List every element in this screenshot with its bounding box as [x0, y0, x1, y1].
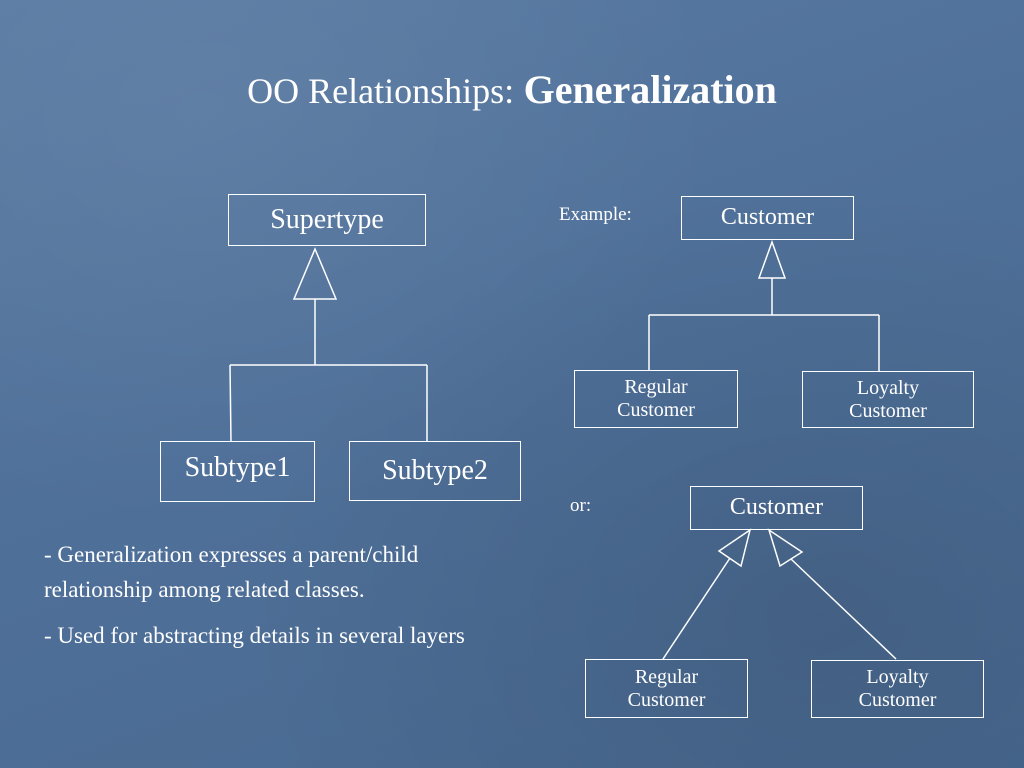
- customer-label-example: Customer: [720, 204, 815, 231]
- regular-alt-line1: Regular: [634, 665, 699, 688]
- slide-title: OO Relationships: Generalization: [0, 66, 1024, 115]
- regular-label-line2: Customer: [617, 399, 695, 421]
- subtype1-label: Subtype1: [184, 452, 291, 483]
- generalization-arrow-customer-example: [757, 239, 787, 279]
- generalization-arrow-customer-alt-left: [717, 528, 752, 568]
- generalization-arrow-customer-alt-right: [767, 528, 804, 568]
- example-label: Example:: [559, 204, 632, 225]
- title-main: Generalization: [523, 67, 777, 112]
- subtype2-label: Subtype2: [382, 454, 488, 486]
- regular-customer-box-alt: Regular Customer: [585, 659, 748, 718]
- title-prefix: OO Relationships:: [247, 71, 515, 111]
- supertype-box: Supertype: [228, 194, 426, 246]
- supertype-label: Supertype: [270, 203, 384, 235]
- bullet-item: - Generalization expresses a parent/chil…: [44, 542, 419, 602]
- loyalty-label-line1: Loyalty: [856, 376, 920, 399]
- connector-alt-regular: [662, 557, 731, 660]
- loyalty-customer-box-alt: Loyalty Customer: [811, 660, 984, 718]
- regular-customer-box-example: Regular Customer: [574, 370, 738, 428]
- bullet-item: - Used for abstracting details in severa…: [44, 623, 465, 648]
- connector-subtype1-drop: [229, 364, 232, 443]
- customer-box-example: Customer: [681, 196, 854, 240]
- customer-box-alt: Customer: [690, 486, 863, 530]
- loyalty-alt-line2: Customer: [858, 689, 937, 711]
- generalization-arrow-supertype: [292, 247, 338, 300]
- bullet-list: - Generalization expresses a parent/chil…: [44, 538, 514, 666]
- regular-alt-line2: Customer: [627, 688, 706, 711]
- or-label: or:: [570, 495, 592, 516]
- loyalty-customer-box-example: Loyalty Customer: [802, 371, 974, 428]
- customer-label-alt: Customer: [729, 494, 824, 521]
- subtype2-box: Subtype2: [349, 441, 521, 501]
- subtype1-box: Subtype1: [160, 441, 315, 502]
- connector-alt-loyalty: [790, 558, 897, 660]
- loyalty-alt-line1: Loyalty: [866, 666, 929, 688]
- loyalty-label-line2: Customer: [849, 399, 927, 422]
- regular-label-line1: Regular: [624, 376, 688, 398]
